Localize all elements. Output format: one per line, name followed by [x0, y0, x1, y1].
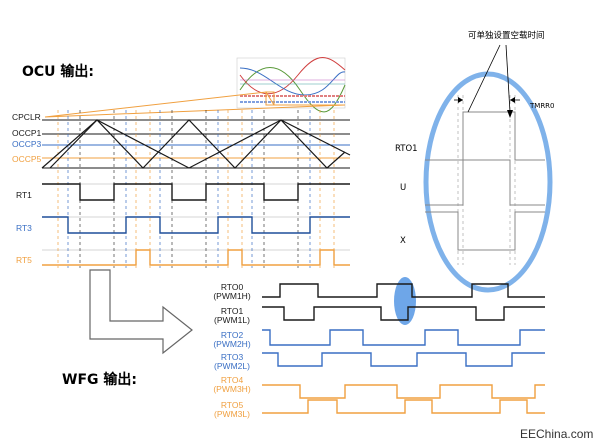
label-occp3: OCCP3 — [12, 139, 42, 149]
label-rt3: RT3 — [16, 223, 32, 233]
zoom-x-label: X — [400, 236, 406, 246]
label-rto2: RTO2 — [221, 330, 244, 340]
label-rto0-sub: (PWM1H) — [213, 291, 250, 301]
label-rto4: RTO4 — [221, 375, 244, 385]
label-occp5: OCCP5 — [12, 154, 42, 164]
label-rto3-sub: (PWM2L) — [214, 361, 250, 371]
zoom-ellipse — [423, 71, 553, 293]
triangle-carrier-wave — [41, 119, 351, 169]
label-rto3: RTO3 — [221, 352, 244, 362]
waveform-rto1 — [262, 306, 545, 321]
label-rto0: RTO0 — [221, 282, 244, 292]
zoom-callout-lines — [44, 91, 346, 118]
tmrr-label: TMRR0 — [529, 102, 555, 110]
hollow-arrow — [89, 269, 193, 355]
label-rto1: RTO1 — [221, 306, 244, 316]
waveform-rto5 — [262, 399, 545, 414]
label-rto4-sub: (PWM3H) — [213, 384, 250, 394]
waveform-rto3 — [262, 352, 545, 367]
zoom-rto1-label: RTO1 — [395, 144, 418, 154]
label-rt5: RT5 — [16, 255, 32, 265]
scope-thumbnail — [236, 57, 346, 113]
dead-time-annotation: 可单独设置空载时间 — [468, 30, 545, 41]
watermark: EEChina.com — [520, 427, 593, 441]
ocu-reference-lines — [42, 119, 350, 251]
label-rto5-sub: (PWM3L) — [214, 409, 250, 419]
waveform-rt1 — [42, 183, 350, 201]
carrier-guide — [97, 120, 350, 168]
zoom-detail-waves — [425, 44, 545, 265]
wfg-output-title: WFG 输出: — [62, 371, 137, 388]
label-rto1-sub: (PWM1L) — [214, 315, 250, 325]
wfg-labels: RTO0 (PWM1H) RTO1 (PWM1L) RTO2 (PWM2H) R… — [213, 282, 250, 419]
waveform-rt5 — [42, 249, 350, 266]
waveform-rt3 — [42, 216, 350, 234]
label-rto2-sub: (PWM2H) — [213, 339, 250, 349]
label-cpclr: CPCLR — [12, 112, 41, 122]
label-rt1: RT1 — [16, 190, 32, 200]
zoom-u-label: U — [400, 183, 406, 193]
triangle-carrier — [49, 119, 346, 169]
transition-highlight — [394, 277, 416, 325]
waveform-rto2 — [262, 329, 545, 346]
label-occp1: OCCP1 — [12, 128, 42, 138]
waveform-rto0 — [262, 283, 545, 298]
ocu-output-title: OCU 输出: — [22, 63, 94, 80]
waveform-rto4 — [262, 384, 545, 399]
label-rto5: RTO5 — [221, 400, 244, 410]
